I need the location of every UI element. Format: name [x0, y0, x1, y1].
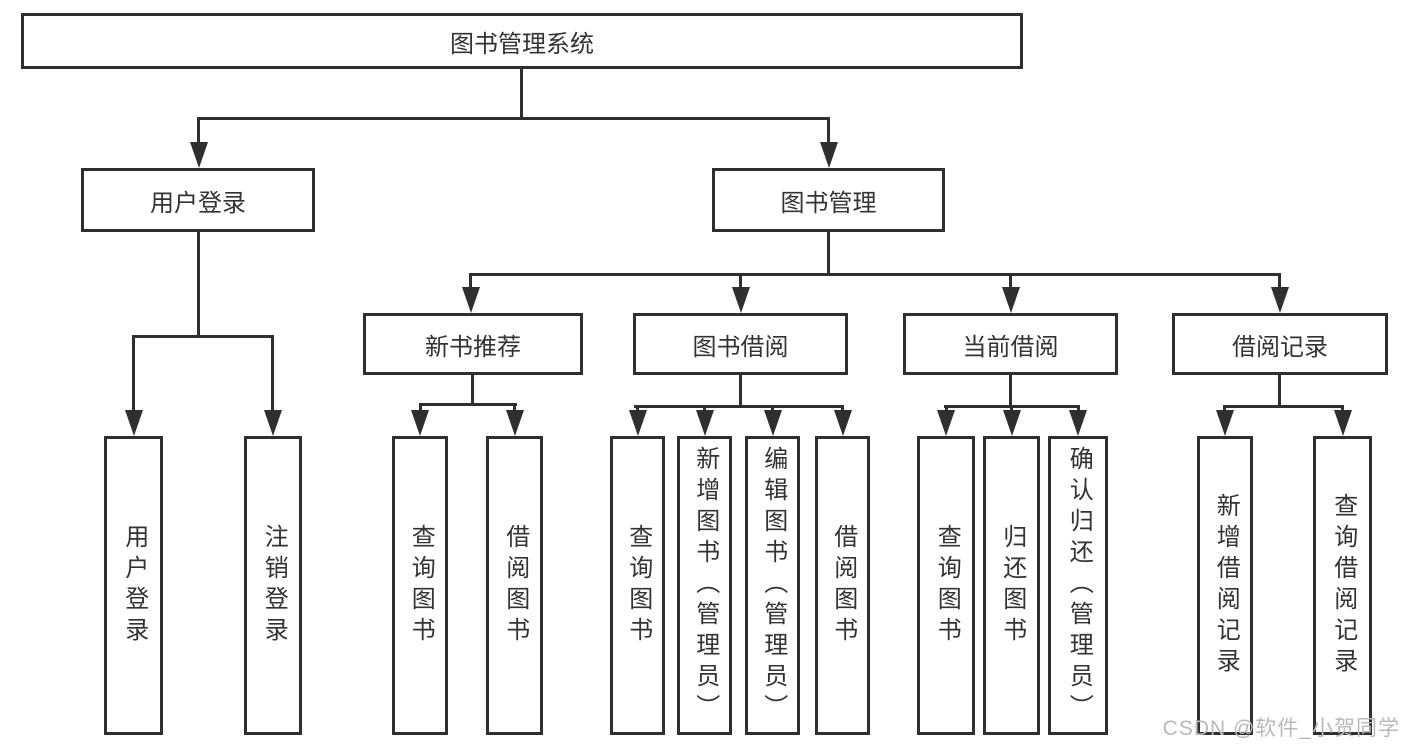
leaf-nbr-query-book: 查询图书 [392, 436, 448, 735]
connector-arrowhead [1002, 287, 1020, 313]
connector-vline [945, 405, 948, 413]
node-label: 查询图书 [624, 523, 652, 648]
connector-vline [1010, 405, 1013, 413]
connector-vline [1341, 405, 1344, 413]
leaf-bb-borrow-book: 借阅图书 [815, 436, 870, 735]
leaf-bb-query-book: 查询图书 [610, 436, 665, 735]
leaf-bb-add-book-admin: 新增图书（管理员） [677, 436, 732, 735]
leaf-user-login: 用户登录 [104, 436, 163, 735]
connector-vline [636, 405, 639, 413]
connector-vline [197, 232, 200, 338]
connector-vline [1009, 375, 1012, 408]
leaf-bb-edit-book-admin: 编辑图书（管理员） [745, 436, 800, 735]
connector-arrowhead [462, 287, 480, 313]
node-label: 查询借阅记录 [1329, 492, 1357, 679]
watermark: CSDN @软件_小贺同学 [1162, 717, 1400, 740]
connector-arrowhead [764, 410, 782, 436]
node-current-borrow: 当前借阅 [903, 313, 1118, 375]
node-label: 查询图书 [407, 523, 435, 648]
node-label: 图书管理系统 [450, 30, 594, 58]
connector-hline [1223, 405, 1344, 408]
node-label: 图书借阅 [692, 333, 789, 361]
node-label: 借阅图书 [501, 523, 529, 648]
leaf-nbr-borrow-book: 借阅图书 [486, 436, 543, 735]
connector-hline [132, 335, 274, 338]
node-label: 当前借阅 [962, 333, 1059, 361]
node-label: 编辑图书（管理员） [759, 446, 787, 725]
connector-arrowhead [1003, 410, 1021, 436]
connector-vline [841, 405, 844, 413]
connector-vline [827, 117, 830, 145]
node-root: 图书管理系统 [21, 13, 1023, 69]
connector-vline [197, 117, 200, 145]
connector-hline [469, 273, 1281, 276]
connector-vline [1278, 375, 1281, 408]
leaf-br-query-record: 查询借阅记录 [1313, 436, 1372, 735]
connector-vline [771, 405, 774, 413]
connector-vline [271, 335, 274, 413]
connector-vline [132, 335, 135, 413]
connector-arrowhead [125, 410, 143, 436]
connector-arrowhead [190, 142, 208, 168]
node-label: 新增图书（管理员） [691, 446, 719, 725]
node-label: 注销登录 [260, 523, 288, 648]
connector-arrowhead [629, 410, 647, 436]
node-label: 用户登录 [120, 523, 148, 648]
connector-arrowhead [820, 142, 838, 168]
connector-arrowhead [1334, 410, 1352, 436]
leaf-cb-query-book: 查询图书 [917, 436, 975, 735]
leaf-cb-confirm-return-admin: 确认归还（管理员） [1048, 436, 1108, 735]
node-label: 用户登录 [150, 189, 246, 217]
node-book-management: 图书管理 [712, 168, 945, 232]
leaf-logout-login: 注销登录 [244, 436, 302, 735]
node-borrow-records: 借阅记录 [1172, 313, 1388, 375]
connector-vline [703, 405, 706, 413]
connector-hline [634, 405, 843, 408]
node-label: 新增借阅记录 [1212, 492, 1240, 679]
connector-arrowhead [411, 410, 429, 436]
connector-hline [419, 403, 517, 406]
connector-arrowhead [1216, 410, 1234, 436]
connector-arrowhead [696, 410, 714, 436]
connector-vline [419, 403, 422, 413]
connector-vline [739, 375, 742, 408]
connector-vline [1223, 405, 1226, 413]
connector-arrowhead [506, 410, 524, 436]
connector-vline [1077, 405, 1080, 413]
node-new-book-recommend: 新书推荐 [363, 313, 583, 375]
leaf-cb-return-book: 归还图书 [983, 436, 1040, 735]
connector-arrowhead [834, 410, 852, 436]
connector-vline [520, 69, 523, 117]
leaf-br-add-record: 新增借阅记录 [1197, 436, 1253, 735]
node-label: 借阅记录 [1232, 333, 1328, 361]
node-label: 借阅图书 [829, 523, 857, 648]
connector-arrowhead [937, 410, 955, 436]
node-label: 确认归还（管理员） [1065, 446, 1093, 725]
node-label: 归还图书 [998, 523, 1026, 648]
node-label: 新书推荐 [425, 333, 521, 361]
connector-vline [469, 273, 472, 291]
connector-hline [197, 117, 830, 120]
connector-vline [513, 403, 516, 413]
connector-vline [739, 273, 742, 291]
connector-vline [1278, 273, 1281, 291]
connector-vline [1009, 273, 1012, 291]
connector-arrowhead [264, 410, 282, 436]
connector-arrowhead [732, 287, 750, 313]
node-book-borrow: 图书借阅 [633, 313, 848, 375]
connector-vline [827, 232, 830, 276]
node-label: 图书管理 [780, 189, 877, 217]
connector-arrowhead [1069, 410, 1087, 436]
connector-vline [471, 375, 474, 406]
node-label: 查询图书 [933, 523, 961, 648]
connector-arrowhead [1271, 287, 1289, 313]
node-user-login: 用户登录 [81, 168, 315, 232]
